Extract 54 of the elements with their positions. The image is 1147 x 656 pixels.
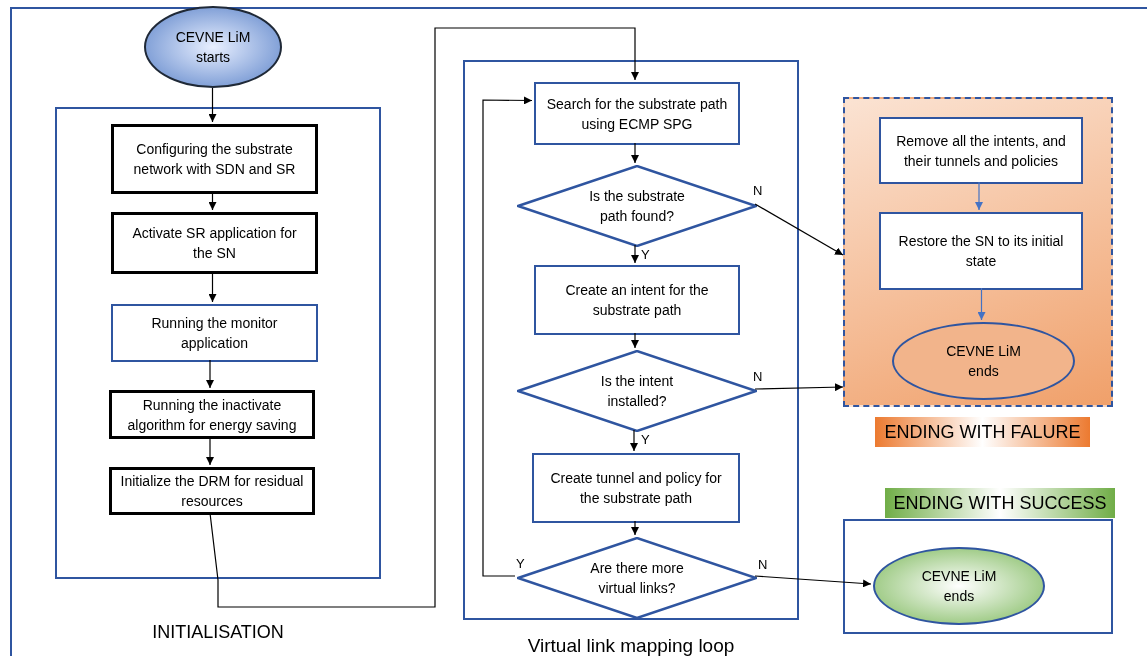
node-text: Search for the substrate path using ECMP SPG bbox=[545, 94, 729, 134]
arrow bbox=[631, 520, 639, 536]
process-box bbox=[111, 304, 318, 362]
node-text: CEVNE LiM ends bbox=[920, 567, 998, 606]
node-text: Initialize the DRM for residual resources bbox=[120, 472, 304, 511]
arrow bbox=[631, 244, 639, 264]
edge-label: N bbox=[757, 558, 769, 572]
group-label: Virtual link mapping loop bbox=[526, 634, 736, 656]
node-text: Running the monitor application bbox=[150, 314, 279, 353]
node-text: Are there more virtual links? bbox=[590, 560, 684, 596]
arrow bbox=[754, 575, 872, 588]
node-text: Restore the SN to its initial state bbox=[897, 232, 1065, 271]
node-text: CEVNE LiM ends bbox=[945, 342, 1022, 381]
node-text: Create tunnel and policy for the substrate path bbox=[549, 469, 723, 508]
node-text: Is the substrate path found? bbox=[589, 188, 685, 224]
arrow bbox=[482, 96, 533, 577]
arrow bbox=[754, 203, 844, 256]
process-box bbox=[879, 117, 1083, 184]
arrow bbox=[975, 181, 983, 211]
arrow bbox=[977, 287, 986, 321]
group-label: ENDING WITH SUCCESS bbox=[885, 488, 1115, 518]
group-label: ENDING WITH FALURE bbox=[875, 417, 1090, 447]
process-box bbox=[109, 390, 315, 439]
arrow bbox=[631, 142, 639, 164]
group-label: INITIALISATION bbox=[151, 621, 285, 644]
arrow bbox=[206, 436, 214, 466]
node-text: Create an intent for the substrate path bbox=[564, 281, 710, 320]
node-text: Running the inactivate algorithm for energy saving bbox=[126, 395, 298, 435]
process-box bbox=[532, 453, 740, 523]
edge-label: Y bbox=[640, 433, 651, 447]
edge-label: N bbox=[752, 184, 764, 198]
arrow bbox=[754, 383, 844, 392]
arrow bbox=[206, 359, 214, 389]
arrow bbox=[630, 429, 638, 452]
process-box bbox=[534, 265, 740, 335]
process-box bbox=[111, 124, 318, 194]
edge-label: Y bbox=[640, 248, 651, 262]
node-text: Remove all the intents, and their tunnels and policies bbox=[895, 131, 1067, 171]
node-text: CEVNE LiM starts bbox=[174, 28, 252, 67]
arrow bbox=[631, 332, 639, 349]
decision-diamond bbox=[517, 537, 757, 619]
arrow bbox=[209, 27, 639, 608]
arrow bbox=[208, 191, 217, 211]
edge-label: Y bbox=[515, 557, 526, 571]
arrow bbox=[208, 271, 217, 303]
arrow bbox=[208, 87, 217, 123]
process-box bbox=[109, 467, 315, 515]
process-box bbox=[111, 212, 318, 274]
node-text: Activate SR application for the SN bbox=[131, 224, 298, 263]
edge-label: N bbox=[752, 370, 764, 384]
process-box bbox=[879, 212, 1083, 290]
node-text: Configuring the substrate network with SDN and SR bbox=[132, 140, 297, 179]
process-box bbox=[534, 82, 740, 145]
node-text: Is the intent installed? bbox=[600, 373, 674, 409]
